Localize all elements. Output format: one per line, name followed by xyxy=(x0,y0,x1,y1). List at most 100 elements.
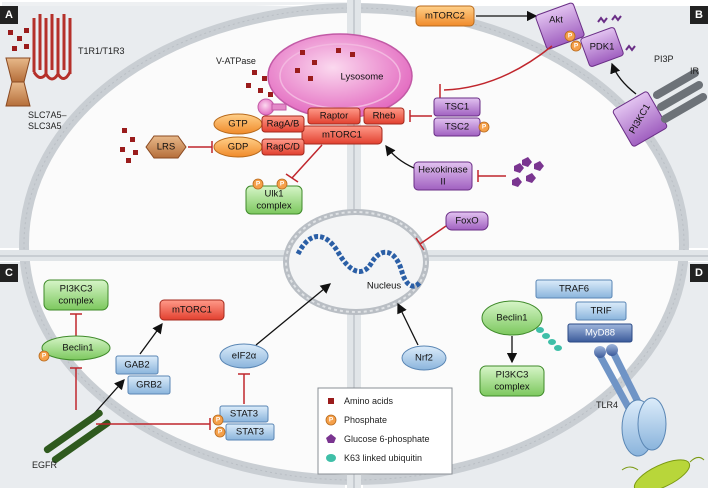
pdk1-label: PDK1 xyxy=(590,42,615,53)
nrf2-node: Nrf2 xyxy=(401,345,447,371)
nrf2-nucleus-arrow xyxy=(397,302,419,346)
rheb-label: Rheb xyxy=(373,111,396,122)
mtorc2-label: mTORC2 xyxy=(425,11,465,22)
beclin1-d-node: Beclin1 xyxy=(481,300,543,336)
akt-node: Akt P P xyxy=(535,2,585,52)
quadrant-label-b: B xyxy=(690,6,708,24)
lrs-inhibit-arrow xyxy=(188,141,213,153)
legend-amino-acid: Amino acids xyxy=(328,396,394,406)
pi3p-lipids xyxy=(597,14,636,52)
pi3kc3-d-label-line1: PI3KC3 xyxy=(496,370,529,381)
myd88-label: MyD88 xyxy=(585,328,615,339)
insulin-receptor xyxy=(652,69,708,123)
phosphate-label: P xyxy=(256,181,261,188)
tsc2-node: TSC2 P xyxy=(433,117,490,137)
beclin1-pi3kc3-inhibit xyxy=(70,313,82,336)
raga-b-node: RagA/B xyxy=(261,115,305,133)
phosphate-label: P xyxy=(218,429,223,436)
quadrant-label-a: A xyxy=(0,6,18,24)
phosphate-icon xyxy=(214,426,226,438)
nucleus-label: Nucleus xyxy=(367,281,402,292)
phosphate-icon xyxy=(325,414,337,426)
ulk1-label-line2: complex xyxy=(256,201,292,212)
phosphate-label: P xyxy=(482,124,487,131)
phosphate-icon xyxy=(212,414,224,426)
quadrant-label-d-text: D xyxy=(695,267,703,279)
hexokinase-label-line2: II xyxy=(440,177,445,188)
slc-label-line1: SLC7A5– xyxy=(28,110,67,120)
lysosome: Lysosome xyxy=(267,33,413,119)
tlr4-label: TLR4 xyxy=(596,400,618,410)
tlr4-receptor xyxy=(594,344,667,457)
foxo-label: FoxO xyxy=(455,216,478,227)
mtorc1-node: mTORC1 xyxy=(301,125,383,145)
egfr-receptor xyxy=(43,409,111,464)
gtp-node: GTP xyxy=(213,113,263,135)
raga-b-label: RagA/B xyxy=(267,119,300,130)
pi3kc3-d-label-line2: complex xyxy=(494,382,530,393)
traf6-label: TRAF6 xyxy=(559,284,589,295)
phosphate-label: P xyxy=(280,181,285,188)
gdp-node: GDP xyxy=(213,136,263,158)
nucleus: Nucleus xyxy=(283,209,429,315)
pdk1-node: PDK1 xyxy=(580,27,624,67)
pi3kc1-pdk1-arrow xyxy=(610,62,637,95)
stat3-eif2a-inhibit xyxy=(238,373,250,404)
lrs-node: LRS xyxy=(145,135,187,159)
beclin1-c-label: Beclin1 xyxy=(62,343,93,354)
tsc1-label: TSC1 xyxy=(445,102,469,113)
tsc2-label: TSC2 xyxy=(445,122,469,133)
v-atpase-label: V-ATPase xyxy=(216,56,256,66)
gab2-mtorc1-arrow xyxy=(139,322,163,355)
ulk1-label-line1: Ulk1 xyxy=(264,189,283,200)
raptor-label: Raptor xyxy=(320,111,349,122)
pi3kc3-c-label-line2: complex xyxy=(58,296,94,307)
quadrant-label-c: C xyxy=(0,264,18,282)
amino-acid-cluster xyxy=(8,28,273,163)
legend-glucose-label: Glucose 6-phosphate xyxy=(344,434,430,444)
legend-phosphate-label: Phosphate xyxy=(344,415,387,425)
phosphate-icon xyxy=(570,40,582,52)
ir-label: IR xyxy=(690,66,700,76)
phosphate-label: P xyxy=(42,353,47,360)
phosphate-icon xyxy=(38,350,50,362)
nrf2-label: Nrf2 xyxy=(415,353,433,364)
eif2a-label: eIF2α xyxy=(232,351,257,362)
t1r1-receptor xyxy=(32,14,72,81)
phosphate-icon xyxy=(276,178,288,190)
v-atpase xyxy=(257,98,287,116)
stat3-b-label: STAT3 xyxy=(236,427,264,438)
legend: Amino acids P Phosphate Glucose 6-phosph… xyxy=(317,387,453,475)
phosphate-label: P xyxy=(329,417,334,424)
beclin1-c-node: Beclin1 P xyxy=(38,335,111,362)
pi3p-label: PI3P xyxy=(654,54,674,64)
phosphate-icon xyxy=(564,30,576,42)
slc7a5-transporter xyxy=(5,57,31,107)
foxo-node: FoxO xyxy=(445,211,489,231)
quadrant-label-b-text: B xyxy=(695,9,703,21)
phosphate-label: P xyxy=(574,43,579,50)
mtorc1-ulk1-inhibit xyxy=(285,144,323,183)
quadrant-label-a-text: A xyxy=(5,9,13,21)
gdp-label: GDP xyxy=(228,142,249,153)
legend-phosphate: P Phosphate xyxy=(325,414,387,426)
glucose-hexokinase-inhibit xyxy=(477,170,506,182)
stat3-a-node: STAT3 xyxy=(219,405,269,423)
ubiquitin-icon xyxy=(326,454,336,462)
akt-tsc-inhibit xyxy=(443,45,553,91)
pi3kc3-c-label-line1: PI3KC3 xyxy=(60,284,93,295)
ragc-d-label: RagC/D xyxy=(266,142,300,153)
egfr-stat3-inhibit xyxy=(96,418,211,430)
pi3kc3-complex-d-node: PI3KC3 complex xyxy=(479,365,545,397)
beclin1-d-label: Beclin1 xyxy=(496,313,527,324)
lysosome-label: Lysosome xyxy=(341,72,384,83)
myd88-node: MyD88 xyxy=(567,323,633,343)
quadrant-label-c-text: C xyxy=(5,267,13,279)
stat3-a-label: STAT3 xyxy=(230,409,258,420)
legend-ubiquitin-label: K63 linked ubiquitin xyxy=(344,453,422,463)
glucose-6-phosphate-icon xyxy=(326,434,336,443)
foxo-nucleus-inhibit xyxy=(415,225,447,251)
legend-amino-label: Amino acids xyxy=(344,396,394,406)
